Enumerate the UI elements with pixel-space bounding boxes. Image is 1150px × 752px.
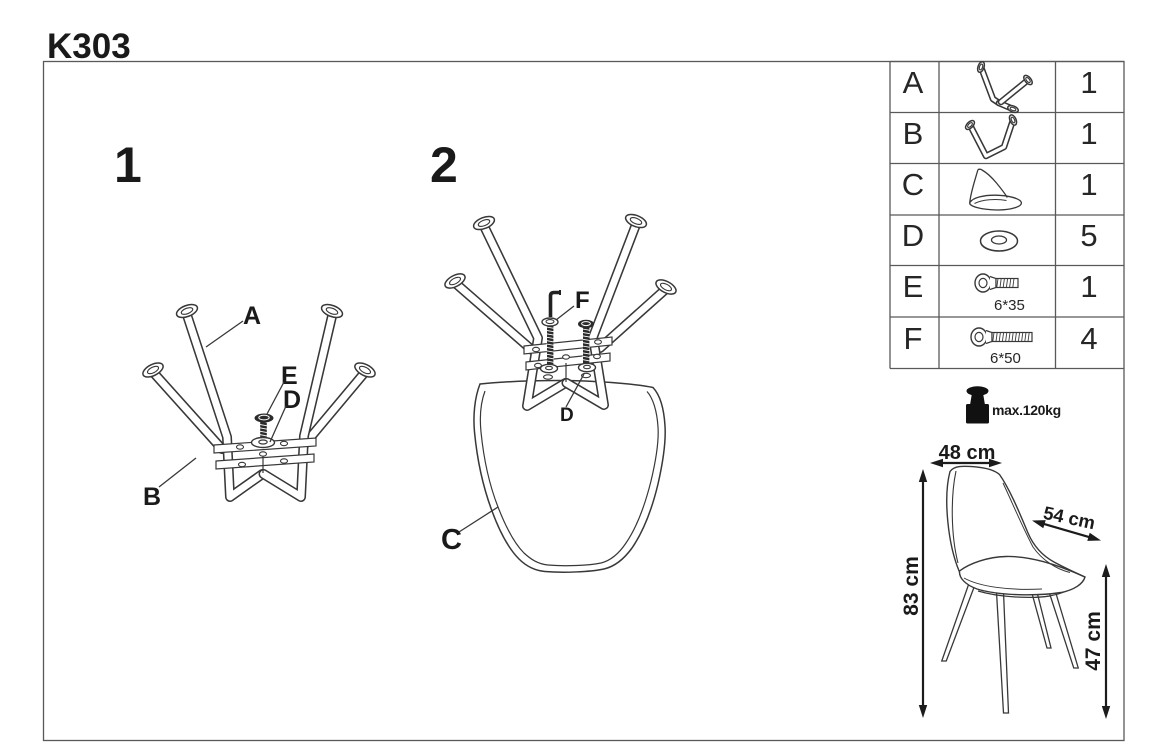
- svg-text:F: F: [904, 321, 923, 356]
- svg-text:E: E: [281, 362, 298, 390]
- svg-text:1: 1: [1080, 269, 1097, 304]
- svg-text:max.120kg: max.120kg: [992, 402, 1061, 418]
- svg-text:A: A: [243, 302, 261, 330]
- svg-text:1: 1: [114, 137, 142, 193]
- svg-text:5: 5: [1080, 218, 1097, 253]
- svg-text:6*35: 6*35: [994, 297, 1025, 314]
- svg-text:2: 2: [430, 137, 458, 193]
- svg-text:6*50: 6*50: [990, 350, 1021, 367]
- svg-text:D: D: [902, 218, 924, 253]
- svg-text:E: E: [903, 269, 924, 304]
- svg-text:F: F: [575, 287, 590, 314]
- svg-text:C: C: [902, 167, 924, 202]
- svg-text:B: B: [143, 483, 161, 511]
- svg-text:D: D: [283, 386, 301, 414]
- svg-text:1: 1: [1080, 116, 1097, 151]
- svg-text:47 cm: 47 cm: [1082, 611, 1105, 671]
- svg-text:1: 1: [1080, 167, 1097, 202]
- svg-text:48 cm: 48 cm: [939, 442, 996, 464]
- svg-text:D: D: [560, 405, 574, 426]
- svg-text:1: 1: [1080, 65, 1097, 100]
- svg-text:A: A: [903, 65, 924, 100]
- svg-text:B: B: [903, 116, 924, 151]
- svg-text:4: 4: [1080, 321, 1097, 356]
- svg-text:C: C: [441, 524, 462, 556]
- svg-text:K303: K303: [47, 27, 131, 66]
- svg-text:83 cm: 83 cm: [900, 556, 923, 616]
